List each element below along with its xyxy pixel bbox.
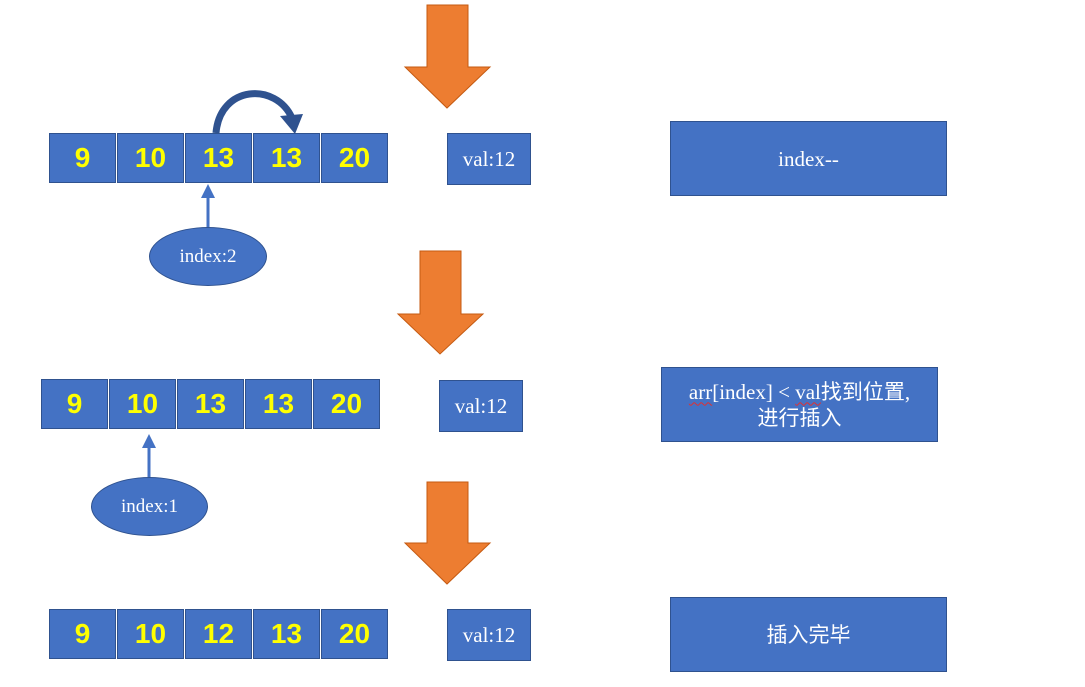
note-arr: arr [688,379,713,404]
note-box-step2: arr[index] < val找到位置, 进行插入 [661,367,938,442]
array-cell: 9 [41,379,108,429]
array-cell: 13 [245,379,312,429]
array-step2: 9 10 13 13 20 [41,379,381,429]
array-cell: 20 [321,133,388,183]
note-suffix: 找到位置, [820,379,911,404]
array-cell: 9 [49,133,116,183]
array-step1: 9 10 13 13 20 [49,133,389,183]
val-box-step3: val:12 [447,609,531,661]
index-ellipse-step1: index:2 [149,227,267,286]
curved-shift-arrow [212,90,296,134]
note-box-step3: 插入完毕 [670,597,947,672]
array-cell: 13 [253,609,320,659]
array-step3: 9 10 12 13 20 [49,609,389,659]
array-cell: 13 [177,379,244,429]
array-cell: 13 [253,133,320,183]
array-cell: 13 [185,133,252,183]
val-box-step1: val:12 [447,133,531,185]
note-val: val [795,379,821,404]
array-cell: 12 [185,609,252,659]
down-arrow-1 [403,4,492,109]
note-line2: 进行插入 [757,405,842,430]
index-ellipse-step2: index:1 [91,477,208,536]
array-cell: 9 [49,609,116,659]
array-cell: 20 [321,609,388,659]
array-cell: 10 [109,379,176,429]
array-cell: 10 [117,133,184,183]
val-box-step2: val:12 [439,380,523,432]
down-arrow-2 [396,250,485,355]
index-pointer-2-head [142,434,156,448]
index-pointer-1-head [201,184,215,198]
note-box-step1: index-- [670,121,947,196]
array-cell: 20 [313,379,380,429]
note-index: [index] < [712,379,796,404]
curved-shift-arrowhead [280,114,303,134]
down-arrow-3 [403,481,492,585]
note-line1: arr[index] < val找到位置, [689,379,910,405]
array-cell: 10 [117,609,184,659]
